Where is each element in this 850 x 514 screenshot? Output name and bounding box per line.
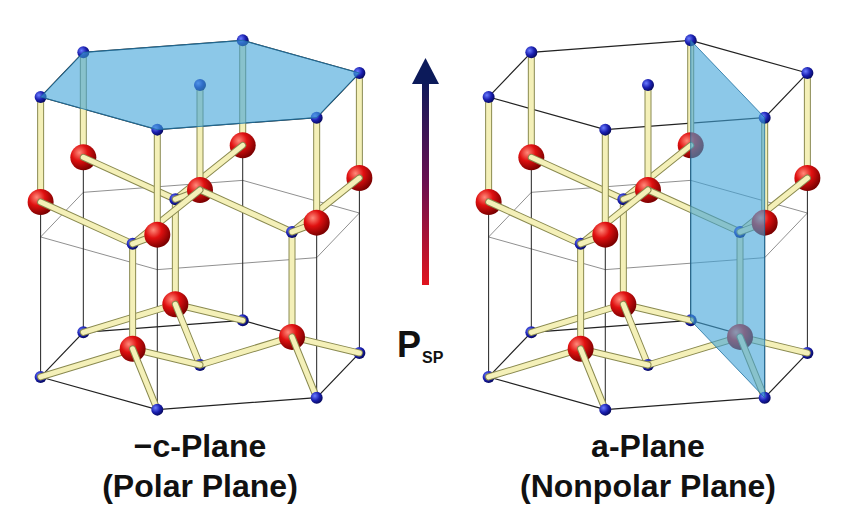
bond: [578, 244, 583, 349]
bond: [129, 244, 136, 349]
bond: [529, 52, 534, 157]
cation-atom: [151, 404, 163, 416]
bond: [489, 349, 581, 377]
shaded-plane: [691, 40, 765, 397]
cell-edge: [316, 118, 317, 398]
bond: [200, 190, 292, 232]
bond: [292, 337, 317, 398]
bond: [130, 244, 135, 349]
anion-atom: [144, 222, 170, 248]
bond: [155, 130, 160, 235]
cell-edge: [359, 73, 360, 353]
polarization-arrow: [422, 80, 429, 285]
cell-edge: [605, 130, 606, 410]
bond: [531, 157, 623, 199]
bond: [623, 304, 648, 365]
bond: [528, 52, 535, 157]
cell-edge: [40, 97, 41, 377]
bond: [804, 73, 811, 178]
plane-label: a-Plane: [591, 430, 705, 462]
anion-atom: [304, 210, 330, 236]
bond: [154, 130, 161, 235]
cell-edge: [531, 52, 532, 332]
cell-edge: [807, 73, 808, 353]
bond: [175, 304, 200, 365]
polarization-subscript: SP: [422, 350, 443, 366]
cation-atom: [801, 67, 813, 79]
cation-atom: [525, 46, 537, 58]
plane-label: −c-Plane: [134, 430, 267, 462]
bond: [313, 118, 320, 223]
shaded-plane: [41, 40, 360, 129]
bond: [38, 97, 43, 202]
bond: [37, 97, 44, 202]
polarization-symbol: P: [397, 327, 421, 363]
bond: [292, 337, 317, 398]
bond: [41, 349, 133, 377]
bond: [531, 157, 623, 199]
cation-atom: [311, 392, 323, 404]
bond: [175, 304, 200, 365]
anion-atom: [592, 222, 618, 248]
bond: [83, 157, 175, 199]
bond: [357, 73, 362, 178]
bond: [489, 202, 581, 244]
arrow-head: [412, 58, 439, 84]
bond: [646, 85, 651, 190]
bond: [581, 349, 606, 410]
bond: [645, 85, 652, 190]
cation-atom: [599, 404, 611, 416]
bond: [603, 130, 608, 235]
bond: [314, 118, 319, 223]
bond: [133, 349, 158, 410]
cell-edge: [488, 97, 489, 377]
bond: [83, 157, 175, 199]
bond: [200, 337, 292, 365]
bond: [356, 73, 363, 178]
bond: [805, 73, 810, 178]
bond: [200, 337, 292, 365]
bond: [133, 349, 158, 410]
bond: [581, 349, 606, 410]
bond: [485, 97, 492, 202]
cell-edge: [41, 180, 360, 269]
bond: [489, 202, 581, 244]
bond: [200, 190, 292, 232]
bond: [577, 244, 584, 349]
wurtzite-cell: [476, 34, 821, 415]
cation-atom: [483, 91, 495, 103]
bond: [489, 349, 581, 377]
cation-atom: [599, 124, 611, 136]
cell-edge: [157, 130, 158, 410]
bond: [289, 232, 296, 337]
wurtzite-cell: [28, 34, 373, 415]
bond: [41, 349, 133, 377]
cell-edge: [41, 40, 360, 129]
bond: [41, 202, 133, 244]
plane-label: (Polar Plane): [102, 470, 298, 502]
bond: [41, 202, 133, 244]
bond: [486, 97, 491, 202]
bond: [623, 304, 648, 365]
bond: [602, 130, 609, 235]
cation-atom: [642, 79, 654, 91]
bond: [290, 232, 295, 337]
plane-label: (Nonpolar Plane): [520, 470, 776, 502]
